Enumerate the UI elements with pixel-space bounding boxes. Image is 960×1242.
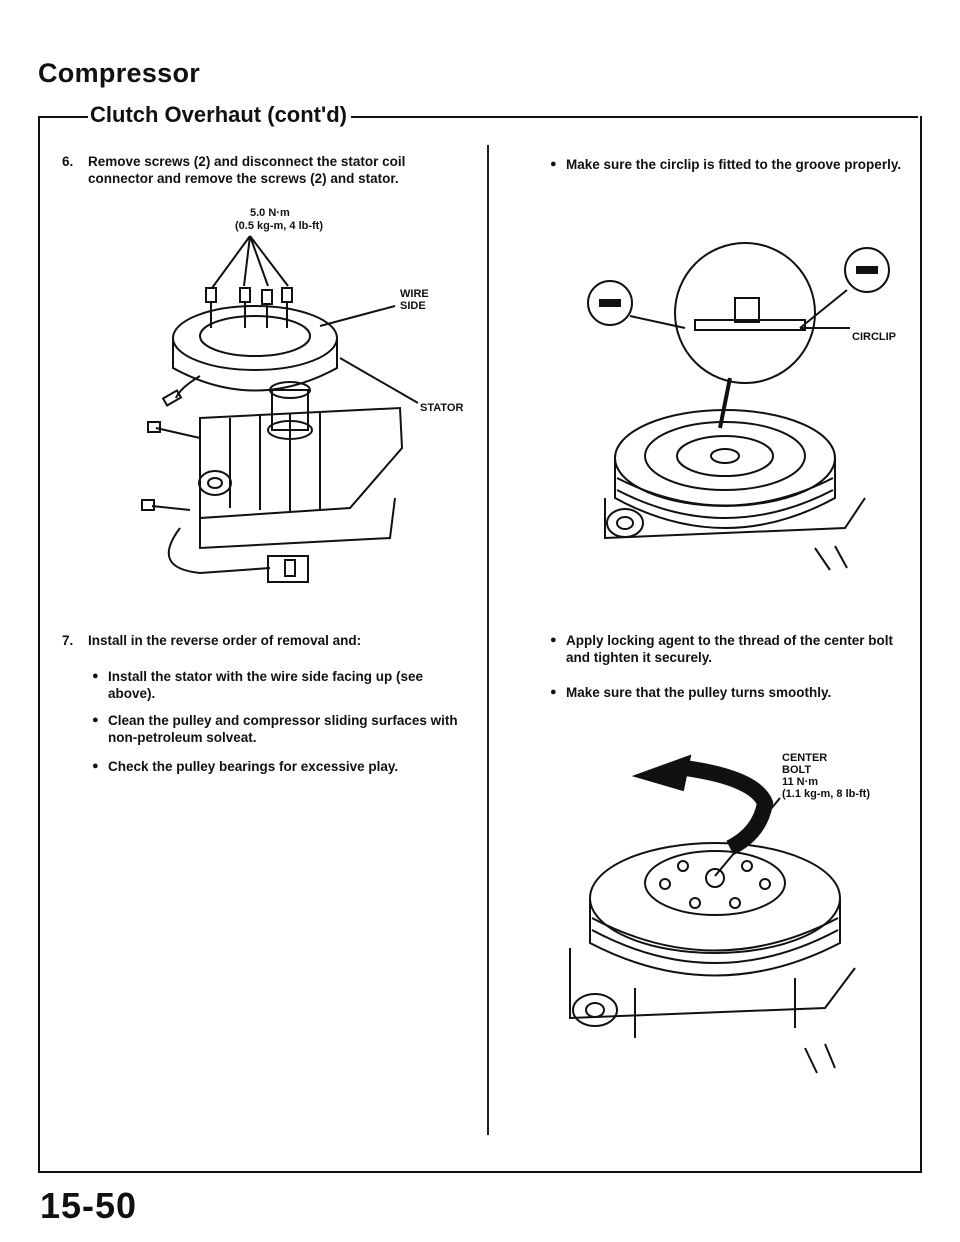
bullet-check-bearings: Check the pulley bearings for excessive … [92,758,460,775]
bullet-locking-agent: Apply locking agent to the thread of the… [550,632,906,666]
step6-number: 6. [62,154,74,169]
label-stator: STATOR [420,402,464,414]
header-rule [38,116,918,118]
label-wire: WIRE [400,288,429,300]
bullet-clean-pulley: Clean the pulley and compressor sliding … [92,712,460,746]
center-bolt-label4: (1.1 kg-m, 8 lb-ft) [782,788,871,800]
step7-number: 7. [62,633,74,648]
label-circlip: CIRCLIP [852,331,896,343]
center-bolt-diagram [569,754,856,1074]
circlip-diagram [587,242,890,571]
center-bolt-label2: BOLT [782,764,812,776]
bullet-install-stator: Install the stator with the wire side fa… [92,668,460,702]
screw-icon [205,287,293,328]
bullet-circlip: Make sure the circlip is fitted to the g… [550,156,906,173]
step7-text: Install in the reverse order of removal … [88,633,362,648]
section-title: Compressor [38,58,201,88]
torque-line1: 5.0 N·m [250,207,290,219]
center-bolt-label3: 11 N·m [782,776,819,788]
step6-text: Remove screws (2) and disconnect the sta… [88,154,406,186]
column-divider [487,145,489,1135]
page-number: 15-50 [40,1185,138,1226]
bullet-pulley-turns: Make sure that the pulley turns smoothly… [550,684,906,701]
label-side: SIDE [400,300,426,312]
torque-line2: (0.5 kg-m, 4 lb-ft) [235,220,324,232]
minus-icon [587,280,633,326]
center-bolt-label1: CENTER [782,752,828,764]
minus-icon [844,247,890,293]
section-subtitle: Clutch Overhaut (cont'd) [88,102,352,128]
stator-diagram [141,235,419,583]
content-frame [38,116,922,1173]
rotation-arrow-icon [631,754,774,856]
